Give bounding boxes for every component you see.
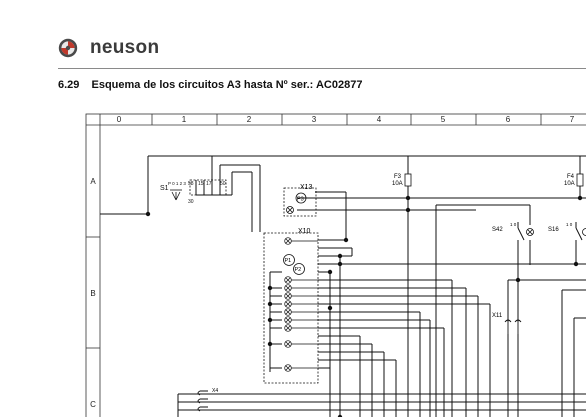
s1-t30: 30 [188, 199, 194, 205]
s16-positions: 1 0 [566, 222, 573, 227]
s42-label: S42 [492, 227, 503, 233]
lamp-cross-b-4 [285, 301, 291, 307]
p3-label: P3 [297, 197, 304, 203]
s1-terminals: P 0 1 2 3 [168, 181, 186, 186]
s1-t50: 50 [220, 181, 226, 187]
section-number: 6.29 [58, 79, 80, 91]
switch-s42 [526, 228, 534, 236]
f4-label: F4 [567, 174, 575, 180]
grid-row-c: C [90, 400, 96, 409]
page-header: neuson [58, 36, 159, 60]
lamp-cross-b-7 [285, 325, 291, 331]
wiring [100, 155, 586, 417]
lamp-cross-b-9 [285, 365, 291, 371]
f3-label: F3 [394, 174, 402, 180]
grid-col-5: 5 [441, 115, 446, 124]
schematic-frame [85, 113, 586, 417]
s1-t17: 17 [206, 181, 212, 187]
p1-label: P1 [285, 258, 292, 264]
neuson-logo-icon [58, 38, 78, 58]
connector-x10 [263, 232, 319, 384]
f4-rating: 10A [564, 181, 575, 187]
grid-col-2: 2 [247, 115, 252, 124]
brand-name: neuson [90, 37, 160, 58]
switch-s1 [170, 179, 227, 201]
grid-col-1: 1 [182, 115, 187, 124]
connector-x13 [283, 187, 317, 217]
section-heading: 6.29 Esquema de los circuitos A3 hasta N… [58, 79, 362, 91]
fuse-f4 [576, 173, 584, 187]
grid-row-b: B [90, 289, 95, 298]
lamp-cross-b-2 [285, 285, 291, 291]
x13-label: X13 [300, 184, 313, 191]
connector-x4 [197, 390, 208, 412]
lamp-cross-b-3 [285, 293, 291, 299]
s42-positions: 1 0 [510, 222, 517, 227]
p2-label: P2 [295, 267, 302, 273]
x10-label: X10 [298, 228, 311, 235]
fuse-f3 [404, 173, 412, 187]
grid-row-a: A [90, 177, 96, 186]
connector-x11 [504, 319, 522, 334]
lamp-cross-b-0 [285, 238, 291, 244]
grid-col-6: 6 [506, 115, 511, 124]
lamp-cross-b-1 [285, 277, 291, 283]
grid-col-0: 0 [117, 115, 122, 124]
lamp-cross-b-6 [285, 317, 291, 323]
grid-col-7: 7 [570, 115, 575, 124]
lamp-cross-b-8 [285, 341, 291, 347]
x11-label: X11 [492, 313, 503, 319]
lamp-cross-b-5 [285, 309, 291, 315]
junction-dots [145, 195, 583, 417]
header-divider [58, 68, 586, 69]
s1-label: S1 [160, 185, 169, 192]
section-title: Esquema de los circuitos A3 hasta Nº ser… [91, 79, 363, 91]
switch-s16 [582, 228, 586, 236]
f3-rating: 10A [392, 181, 403, 187]
grid-col-3: 3 [312, 115, 317, 124]
s16-label: S16 [548, 227, 559, 233]
grid-col-4: 4 [377, 115, 382, 124]
x4-label: X4 [212, 388, 218, 394]
s1-t58: 58 [188, 181, 194, 187]
indicator-lamps [284, 237, 318, 372]
s1-t15: 15 [198, 181, 204, 187]
